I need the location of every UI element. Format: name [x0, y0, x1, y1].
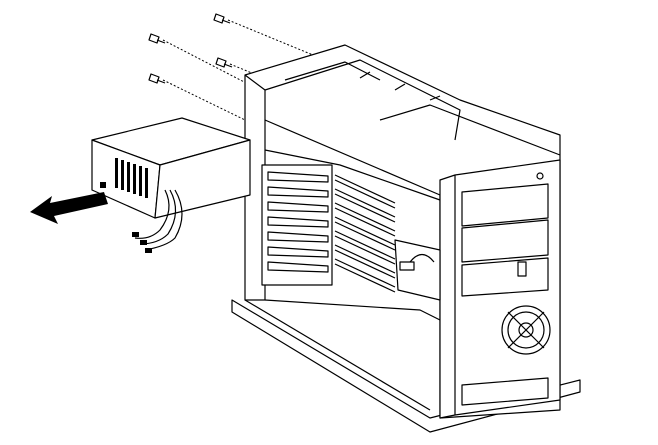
power-cables: [132, 189, 183, 253]
slot-cover: [267, 186, 329, 198]
slot-cover: [267, 231, 329, 243]
power-supply: [91, 117, 251, 219]
expansion-slots: [261, 164, 333, 286]
vent-grille: [115, 158, 148, 198]
card-guides: [334, 174, 396, 293]
slot-cover: [267, 216, 329, 228]
slot-cover: [267, 171, 329, 183]
screw-icon: [213, 13, 231, 24]
screw-icon: [148, 73, 166, 84]
fan-grille-icon: [501, 305, 551, 355]
front-panel: [439, 159, 561, 419]
card-guide: [334, 258, 396, 293]
card-guide: [334, 174, 396, 209]
card-guide: [334, 202, 396, 237]
slot-cover: [267, 261, 329, 273]
card-guide: [334, 216, 396, 251]
screw-icon: [148, 33, 166, 44]
slot-cover: [267, 246, 329, 258]
card-guide: [334, 244, 396, 279]
card-guide: [334, 188, 396, 223]
slot-cover: [267, 201, 329, 213]
arrow-left-icon: [30, 192, 108, 224]
screw-icon: [215, 57, 233, 68]
card-guide: [334, 230, 396, 265]
case-base: [231, 299, 581, 433]
drive-bracket: [394, 239, 441, 301]
